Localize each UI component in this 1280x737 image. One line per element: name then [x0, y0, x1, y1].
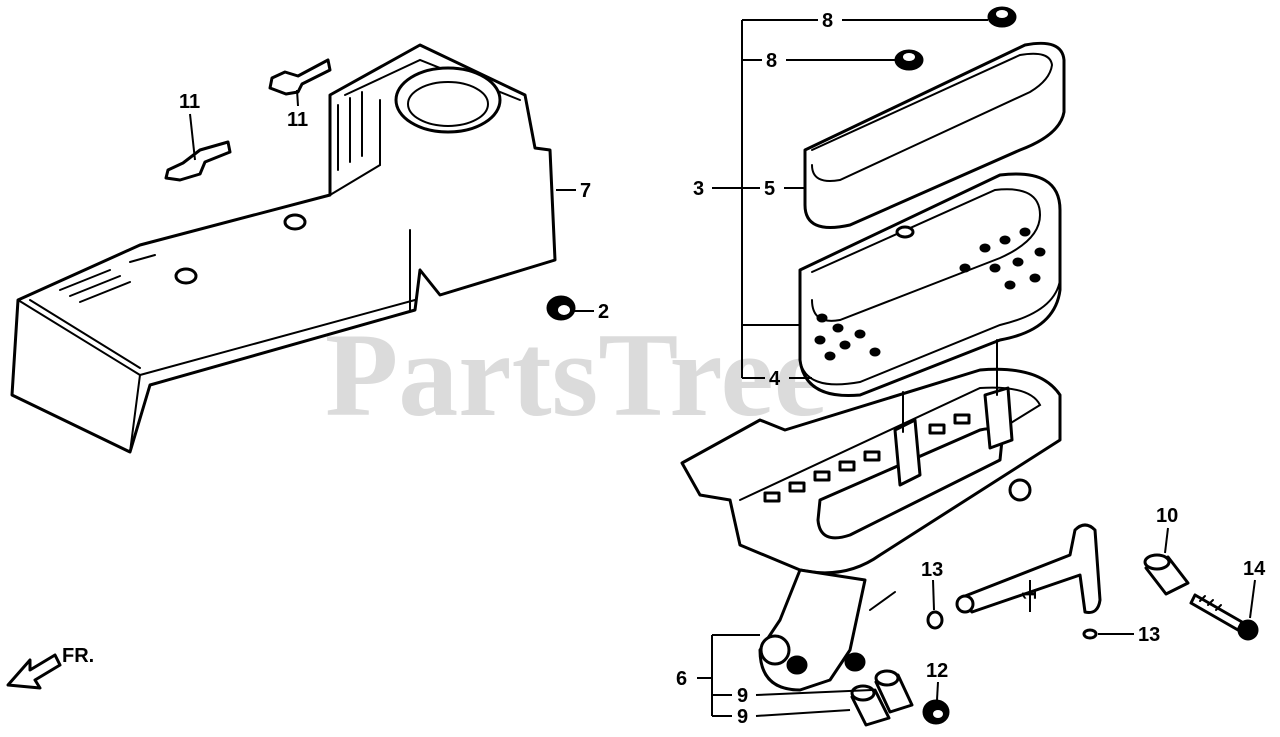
callout-13-right: 13 — [1138, 624, 1160, 646]
callout-labels: 8 8 3 5 4 7 2 11 11 6 9 9 12 13 13 1 10 … — [179, 10, 1266, 728]
wing-nut-upper — [268, 58, 332, 96]
watermark-text: PartsTree — [325, 308, 827, 441]
callout-9-lower: 9 — [737, 706, 748, 728]
clip-lower — [1082, 628, 1098, 640]
grommet-lower — [894, 49, 924, 71]
collar-part-10 — [1143, 553, 1190, 596]
callout-4: 4 — [769, 368, 781, 390]
callout-9-upper: 9 — [737, 685, 748, 707]
callout-11-left: 11 — [179, 91, 200, 113]
outer-foam-element — [803, 41, 1066, 229]
grommet-upper — [987, 6, 1017, 28]
callout-2: 2 — [598, 301, 609, 323]
clip-upper — [926, 610, 944, 630]
callout-7: 7 — [580, 180, 591, 202]
callout-6: 6 — [676, 668, 687, 690]
front-direction-indicator: FR. — [6, 645, 94, 690]
wing-nut-lower — [164, 140, 232, 182]
paper-element — [798, 172, 1062, 398]
nut-part-2 — [546, 295, 576, 321]
callout-12: 12 — [926, 660, 948, 682]
callout-8-lower: 8 — [766, 50, 777, 72]
callout-8-upper: 8 — [822, 10, 833, 32]
callout-leaders — [189, 19, 1256, 717]
air-cleaner-base — [680, 339, 1062, 692]
nut-part-12 — [922, 699, 950, 725]
air-cleaner-cover — [10, 43, 557, 454]
base-slots — [763, 413, 971, 503]
bolt-part-14 — [1189, 593, 1259, 641]
front-direction-label: FR. — [62, 645, 94, 667]
callout-10: 10 — [1156, 505, 1178, 527]
element-perforations — [814, 227, 1046, 361]
breather-tube — [955, 523, 1102, 614]
callout-5: 5 — [764, 178, 775, 200]
callout-14: 14 — [1243, 558, 1266, 580]
callout-11-right: 11 — [287, 109, 308, 131]
callout-1: 1 — [1019, 589, 1041, 600]
callout-13-upper: 13 — [921, 559, 943, 581]
callout-3: 3 — [693, 178, 704, 200]
collar-upper — [874, 669, 914, 714]
